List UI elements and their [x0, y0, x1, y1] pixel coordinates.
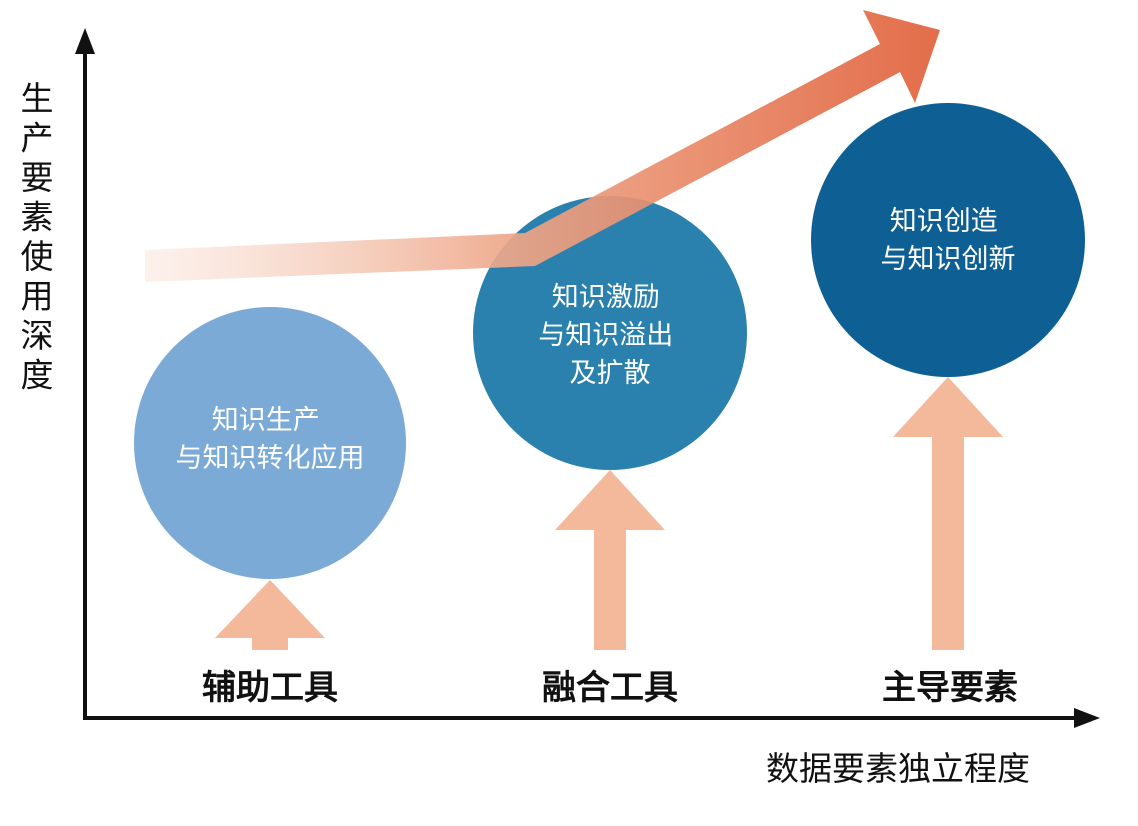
stage-3-label: 主导要素 — [882, 668, 1018, 708]
y-axis-label-char: 使 — [21, 237, 54, 276]
stage-2-circle-line-2: 与知识溢出 — [538, 320, 673, 351]
stage-2-circle-line-1: 知识激励 — [552, 282, 660, 313]
y-axis-arrowhead — [75, 28, 95, 54]
y-axis-label-char: 用 — [21, 277, 54, 316]
stage-2-circle-text: 知识激励 与知识溢出 及扩散 — [538, 282, 682, 389]
stage-1-label: 辅助工具 — [202, 668, 338, 708]
stage-3-circle-line-2: 与知识创新 — [881, 244, 1016, 275]
y-axis-label-char: 产 — [21, 119, 54, 158]
stage-1-circle-line-2: 与知识转化应用 — [176, 443, 365, 474]
stage-3-circle-text: 知识创造 与知识创新 — [881, 206, 1016, 275]
x-axis-label: 数据要素独立程度 — [766, 749, 1030, 788]
trend-arrow — [145, 10, 940, 282]
y-axis-label-char: 素 — [21, 198, 54, 237]
stage-2-label: 融合工具 — [542, 668, 678, 708]
stage-3-circle — [811, 103, 1085, 377]
stage-1-circle-text: 知识生产 与知识转化应用 — [176, 405, 365, 474]
x-axis-arrowhead — [1074, 708, 1100, 728]
stage-1-circle — [134, 307, 406, 579]
y-axis-label-char: 深 — [21, 316, 54, 355]
stage-2-circle-line-3: 及扩散 — [570, 358, 651, 389]
y-axis-label-char: 生 — [21, 79, 54, 118]
y-axis-label-char: 要 — [21, 158, 54, 197]
stage-3-up-arrow — [893, 377, 1003, 650]
y-axis-label: 生产要素使用深度 — [21, 79, 54, 395]
stage-3-circle-line-1: 知识创造 — [890, 206, 998, 237]
y-axis-label-char: 度 — [21, 356, 54, 395]
stage-1-circle-line-1: 知识生产 — [212, 405, 320, 436]
stage-2-circle — [473, 196, 747, 470]
stage-1-up-arrow — [215, 580, 325, 650]
stage-2-up-arrow — [555, 470, 665, 650]
